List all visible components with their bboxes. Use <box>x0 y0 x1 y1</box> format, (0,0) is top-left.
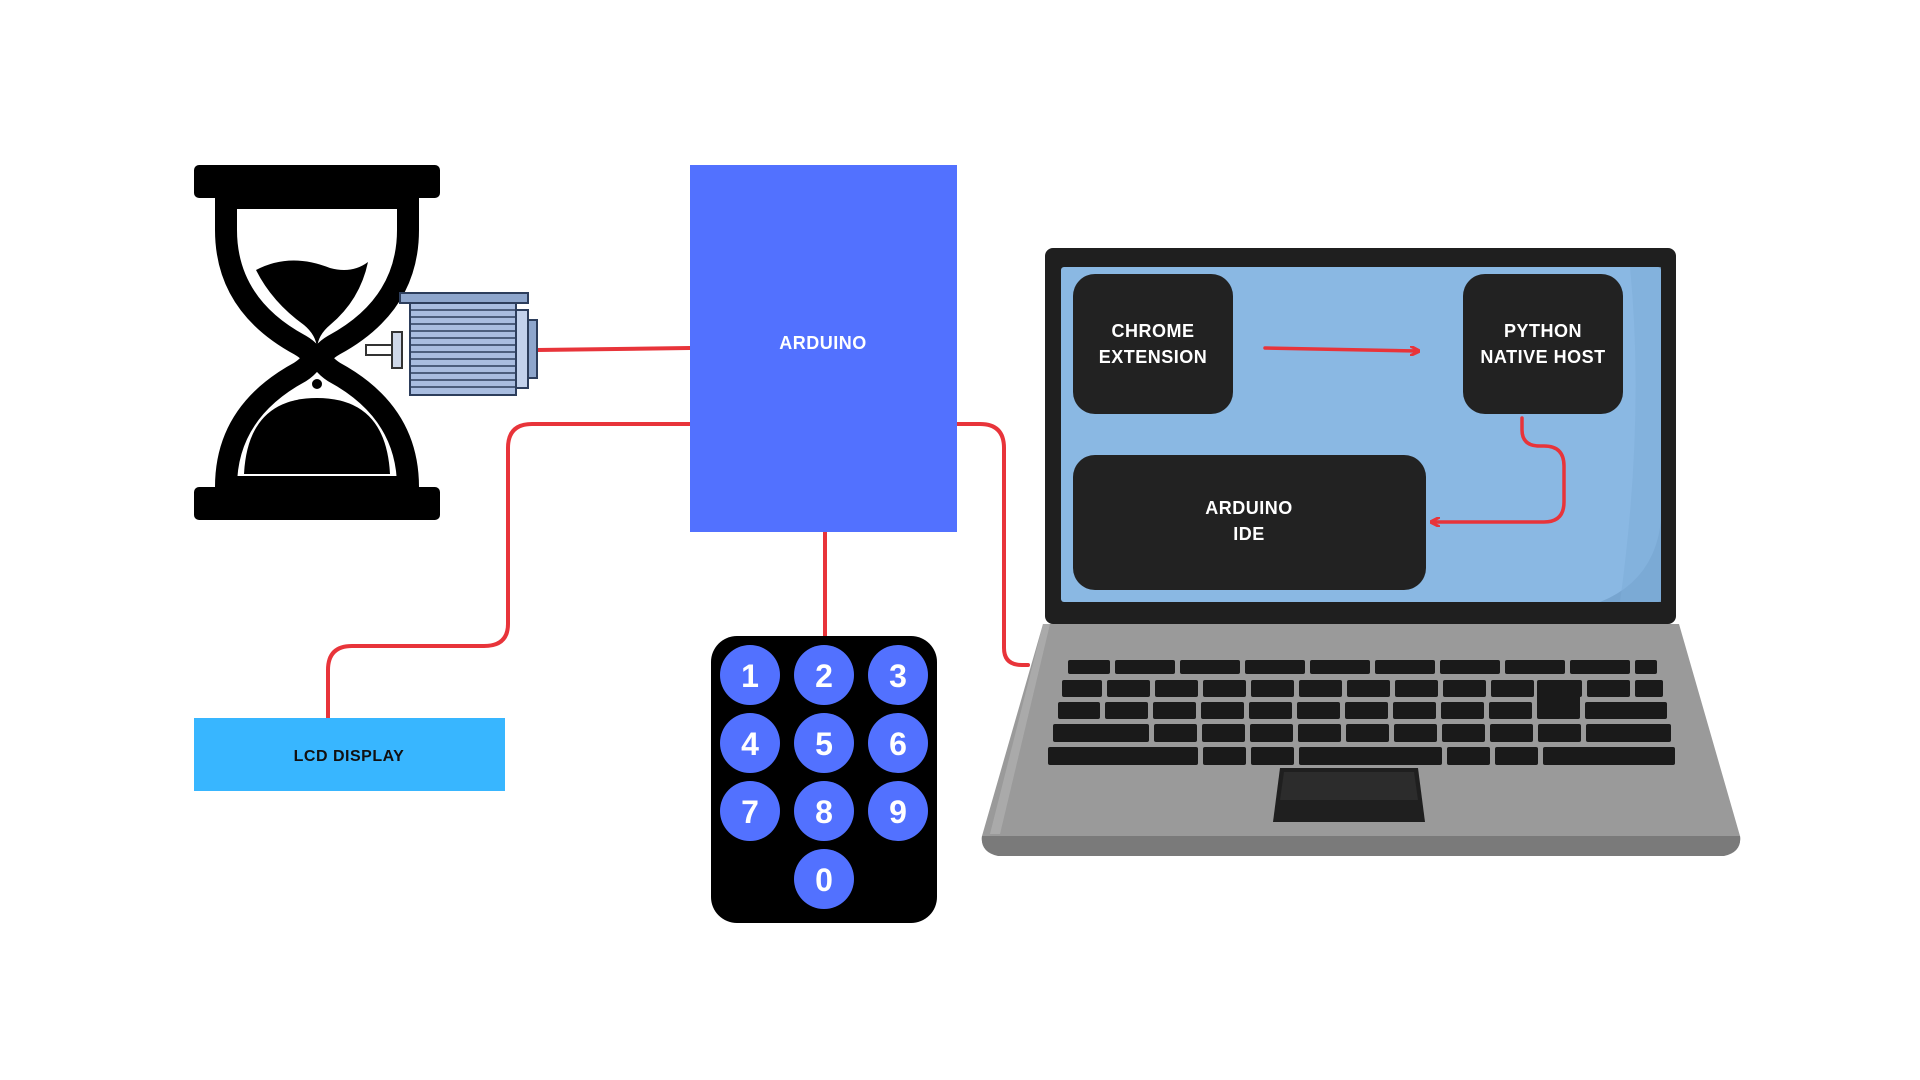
keypad-key-label-6: 6 <box>889 726 907 762</box>
keypad-key-label-8: 8 <box>815 794 833 830</box>
arduino-ide-line1: ARDUINO <box>1205 498 1293 518</box>
keypad-key-9 <box>868 781 928 841</box>
laptop-keyboard <box>1048 660 1675 765</box>
keypad-key-4 <box>720 713 780 773</box>
keypad: 1 2 3 4 5 6 7 8 9 0 <box>711 636 937 923</box>
arrow-chrome-to-python <box>1263 348 1418 351</box>
keypad-key-5 <box>794 713 854 773</box>
keypad-key-6 <box>868 713 928 773</box>
python-native-host-line1: PYTHON <box>1504 321 1582 341</box>
chrome-extension-line1: CHROME <box>1112 321 1195 341</box>
keypad-key-7 <box>720 781 780 841</box>
laptop: CHROME EXTENSION PYTHON NATIVE HOST ARDU… <box>981 248 1741 856</box>
keypad-key-0 <box>794 849 854 909</box>
wire-motor-arduino <box>535 346 692 352</box>
keypad-key-label-4: 4 <box>741 726 759 762</box>
python-native-host-block: PYTHON NATIVE HOST <box>1463 274 1623 414</box>
arduino-board: ARDUINO <box>690 165 957 532</box>
keypad-key-2 <box>794 645 854 705</box>
arduino-ide-line2: IDE <box>1233 524 1265 544</box>
arrow-python-to-ide <box>1432 416 1566 522</box>
keypad-key-8 <box>794 781 854 841</box>
lcd-label: LCD DISPLAY <box>294 748 405 765</box>
keypad-key-label-2: 2 <box>815 658 833 694</box>
keypad-key-label-5: 5 <box>815 726 833 762</box>
keypad-key-label-3: 3 <box>889 658 907 694</box>
keypad-key-3 <box>868 645 928 705</box>
arduino-label: ARDUINO <box>779 333 867 353</box>
python-native-host-line2: NATIVE HOST <box>1480 347 1605 367</box>
wires <box>326 346 1030 722</box>
keypad-key-label-9: 9 <box>889 794 907 830</box>
wire-arduino-lcd <box>326 422 692 722</box>
chrome-extension-block: CHROME EXTENSION <box>1073 274 1233 414</box>
keypad-key-label-7: 7 <box>741 794 759 830</box>
hourglass-icon <box>194 165 440 520</box>
chrome-extension-line2: EXTENSION <box>1099 347 1208 367</box>
lcd-display: LCD DISPLAY <box>194 718 505 791</box>
keypad-key-label-1: 1 <box>741 658 759 694</box>
keypad-keys: 1 2 3 4 5 6 7 8 9 0 <box>720 645 928 909</box>
wire-arduino-laptop <box>955 422 1030 667</box>
keypad-key-label-0: 0 <box>815 862 833 898</box>
motor-icon <box>365 292 538 396</box>
arduino-ide-block: ARDUINO IDE <box>1073 455 1426 590</box>
keypad-key-1 <box>720 645 780 705</box>
